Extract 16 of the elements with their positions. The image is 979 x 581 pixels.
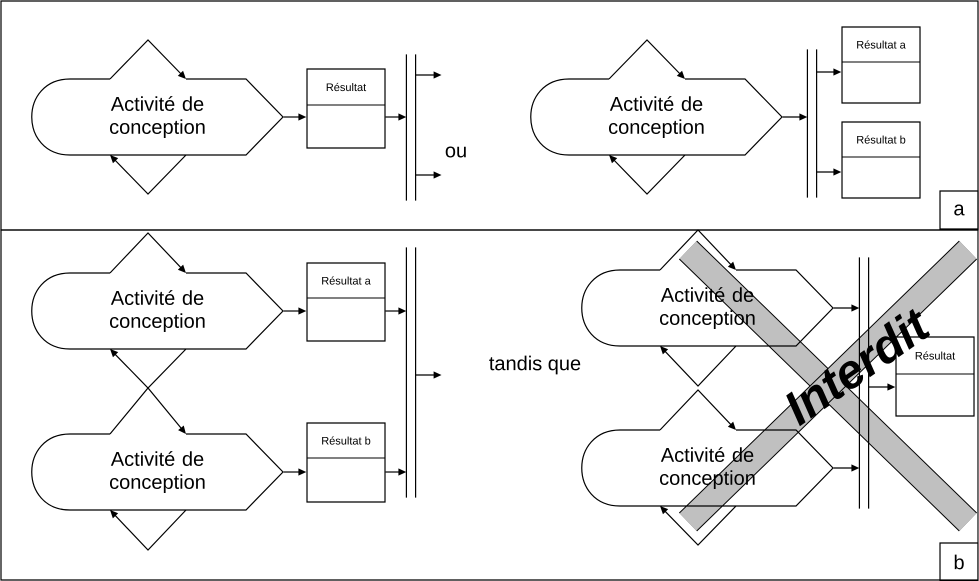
panel-label: b	[939, 542, 979, 581]
node-label: Activité de conception	[110, 96, 205, 138]
node-label: Activité de conception	[110, 290, 205, 332]
bar	[406, 247, 416, 498]
result-box: Résultat a	[306, 262, 386, 342]
result-box: Résultat b	[841, 121, 921, 199]
result-box: Résultat b	[306, 422, 386, 503]
result-box: Résultat	[306, 68, 386, 149]
connector-word: ou	[446, 146, 466, 158]
panel-label: a	[939, 190, 979, 230]
node-label: Activité de conception	[110, 451, 205, 493]
bar	[406, 54, 416, 201]
connector-word: tandis que	[489, 356, 580, 374]
node-label: Activité de conception	[608, 96, 704, 138]
bar	[806, 49, 818, 198]
result-box: Résultat a	[841, 26, 921, 104]
